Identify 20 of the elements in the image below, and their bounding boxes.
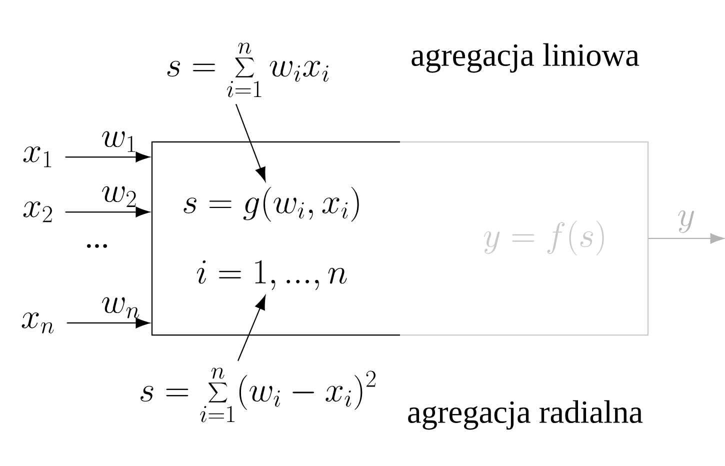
formula-caption: agregacja radialna — [408, 400, 643, 430]
arrow — [648, 233, 724, 244]
formula: $s = \sum_{i=1}^{n} (w_i - x_i)^2$ — [140, 368, 376, 422]
aggregation-box — [151, 141, 400, 336]
formula: $s = \sum_{i=1}^{n} w_i x_i$ — [167, 42, 328, 98]
edge-label: $w_n$ — [102, 297, 140, 318]
input-variable: $x_n$ — [22, 312, 54, 334]
arrow — [65, 206, 150, 218]
arrow — [237, 296, 266, 362]
input-variable: $x_2$ — [23, 202, 52, 222]
input-variable: $x_1$ — [23, 146, 52, 168]
edge-label: $w_2$ — [102, 186, 136, 207]
arrow — [66, 318, 150, 328]
ellipsis: ... — [87, 244, 107, 248]
formula-caption: agregacja liniowa — [412, 43, 640, 73]
formula: $s = g(w_i, x_i)$ $i = 1, ..., n$ — [184, 186, 359, 290]
arrow — [235, 104, 266, 182]
arrow — [65, 152, 150, 162]
edge-label: $w_1$ — [102, 131, 135, 152]
edge-label: $y$ — [678, 210, 694, 233]
